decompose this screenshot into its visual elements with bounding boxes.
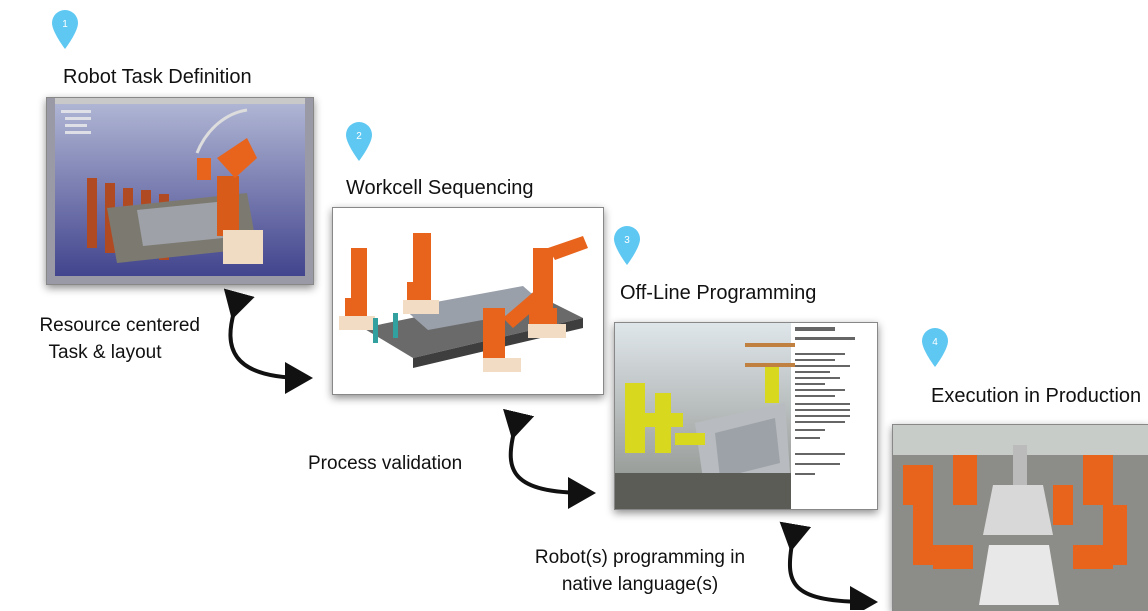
step-2-pin-icon: 2: [344, 120, 374, 162]
robot-programming-line1: Robot(s) programming in: [534, 547, 746, 568]
step-4-pin-icon: 4: [920, 326, 950, 368]
resource-annotation-line2: Task & layout: [48, 342, 162, 363]
robot-programming-line2: native language(s): [561, 574, 719, 595]
execution-in-production-image: [892, 424, 1148, 611]
step-4-number: 4: [932, 337, 938, 348]
workcell-sequencing-image: [332, 207, 604, 395]
arrow-3-to-4: [779, 521, 878, 610]
robot-task-definition-image: [46, 97, 314, 285]
step-1-title: Robot Task Definition: [63, 66, 252, 88]
resource-annotation: Resource centered Task & layout: [10, 312, 200, 366]
step-2-number: 2: [356, 131, 362, 142]
off-line-programming-image: [614, 322, 878, 510]
arrow-1-to-2: [223, 288, 313, 394]
step-2-title: Workcell Sequencing: [346, 177, 534, 199]
step-3-title: Off-Line Programming: [620, 282, 817, 304]
arrow-2-to-3: [503, 408, 596, 509]
resource-annotation-line1: Resource centered: [39, 315, 200, 336]
step-1-pin-icon: 1: [50, 8, 80, 50]
step-1-number: 1: [62, 19, 68, 30]
process-validation-annotation: Process validation: [308, 453, 463, 474]
step-3-pin-icon: 3: [612, 224, 642, 266]
step-4-title: Execution in Production: [931, 385, 1142, 407]
step-3-number: 3: [624, 235, 630, 246]
robot-programming-annotation: Robot(s) programming in native language(…: [520, 544, 760, 598]
